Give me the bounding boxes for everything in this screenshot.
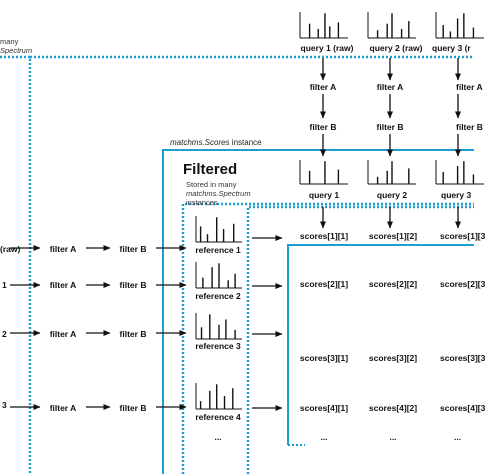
reference-raw-label: 2 bbox=[2, 329, 7, 339]
reference-filter-b: filter B bbox=[119, 403, 147, 413]
query-filter-b: filter B bbox=[309, 122, 337, 132]
reference-label: reference 1 bbox=[195, 245, 241, 255]
reference-filter-a: filter A bbox=[49, 403, 77, 413]
reference-filter-b: filter B bbox=[119, 244, 147, 254]
score-cell: ... bbox=[320, 432, 328, 442]
query-filter-a: filter A bbox=[309, 82, 337, 92]
diagram-canvas bbox=[0, 12, 484, 474]
reference-filter-a: filter A bbox=[49, 329, 77, 339]
scores-instance-suffix: instance bbox=[229, 138, 262, 147]
scores-matrix-box bbox=[287, 244, 474, 445]
score-cell: scores[3][1] bbox=[299, 353, 349, 363]
score-cell: scores[4][3 bbox=[440, 403, 485, 413]
filtered-spectrum-inner bbox=[246, 205, 474, 474]
reference-raw-label: (raw) bbox=[0, 244, 21, 254]
query-filter-b: filter B bbox=[376, 122, 404, 132]
score-cell: scores[4][1] bbox=[299, 403, 349, 413]
reference-filter-a: filter A bbox=[49, 244, 77, 254]
reference-label: reference 2 bbox=[195, 291, 241, 301]
raw-caption-line1: many bbox=[0, 37, 19, 46]
score-cell: ... bbox=[454, 432, 462, 442]
reference-filter-b: filter B bbox=[119, 280, 147, 290]
score-cell: scores[2][2] bbox=[368, 279, 418, 289]
filtered-title: Filtered bbox=[183, 161, 238, 178]
reference-label: reference 4 bbox=[195, 412, 241, 422]
pipeline-diagram: many Spectrum query 1 (raw) query 2 (raw… bbox=[0, 12, 485, 474]
filtered-container bbox=[181, 202, 474, 474]
query-filter-a: filter A bbox=[456, 82, 483, 92]
scores-instance-label: matchms.Scores instance bbox=[170, 138, 262, 147]
scores-class-name: matchms.Scores bbox=[170, 138, 230, 147]
query-filter-a: filter A bbox=[376, 82, 404, 92]
raw-spectrum-container bbox=[0, 55, 32, 474]
score-cell: scores[1][2] bbox=[368, 231, 418, 241]
reference-raw-label: 1 bbox=[2, 280, 7, 290]
score-cell: scores[3][3 bbox=[440, 353, 485, 363]
filtered-desc-line1: Stored in many bbox=[186, 180, 237, 189]
scores-instance-box bbox=[162, 149, 474, 474]
query-label: query 1 bbox=[308, 190, 340, 200]
reference-filter-b: filter B bbox=[119, 329, 147, 339]
query-raw-label: query 3 (r bbox=[432, 43, 471, 53]
query-label: query 2 bbox=[376, 190, 408, 200]
filtered-desc-line2: matchms.Spectrum bbox=[186, 189, 251, 198]
query-filter-b: filter B bbox=[456, 122, 483, 132]
score-cell: scores[2][1] bbox=[299, 279, 349, 289]
reference-label: reference 3 bbox=[195, 341, 241, 351]
raw-caption-line2: Spectrum bbox=[0, 46, 33, 55]
score-cell: scores[1][1] bbox=[299, 231, 349, 241]
filtered-desc-line3: instances bbox=[186, 198, 218, 207]
filtered-description: Stored in many matchms.Spectrum instance… bbox=[186, 180, 251, 207]
query-label: query 3 bbox=[441, 190, 472, 200]
reference-label: ... bbox=[214, 432, 222, 442]
score-cell: scores[2][3 bbox=[440, 279, 485, 289]
raw-caption: many Spectrum bbox=[0, 37, 32, 55]
score-cell: scores[4][2] bbox=[368, 403, 418, 413]
reference-raw-label: 3 bbox=[2, 400, 7, 410]
query-raw-label: query 2 (raw) bbox=[369, 43, 423, 53]
score-cell: scores[3][2] bbox=[368, 353, 418, 363]
reference-filter-a: filter A bbox=[49, 280, 77, 290]
score-cell: ... bbox=[389, 432, 397, 442]
score-cell: scores[1][3 bbox=[440, 231, 485, 241]
query-raw-label: query 1 (raw) bbox=[300, 43, 354, 53]
